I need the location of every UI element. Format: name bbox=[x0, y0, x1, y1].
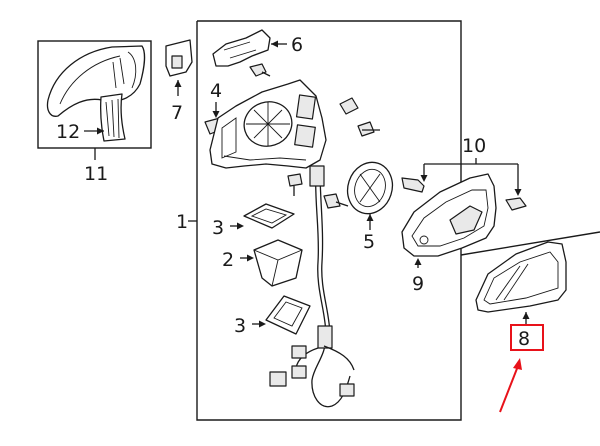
part-8-group: 8 bbox=[460, 231, 600, 413]
callout-11: 11 bbox=[84, 163, 108, 185]
screw-d[interactable] bbox=[323, 193, 341, 209]
callout-8: 8 bbox=[518, 328, 530, 350]
plug-b[interactable] bbox=[269, 371, 287, 387]
seal-gasket-lower[interactable] bbox=[265, 295, 311, 335]
wiring-harness bbox=[269, 165, 355, 408]
mirror-cap-cover[interactable] bbox=[46, 45, 146, 117]
screw-b[interactable] bbox=[357, 121, 375, 137]
connector-mid[interactable] bbox=[317, 325, 333, 349]
mirror-housing-base bbox=[209, 79, 327, 169]
mirror-backing-plate[interactable] bbox=[401, 173, 497, 257]
callout-5: 5 bbox=[363, 231, 375, 253]
part-5-group: 5 bbox=[346, 161, 394, 253]
screw-6[interactable] bbox=[249, 63, 267, 77]
inset-cover-group: 12 11 bbox=[37, 40, 152, 185]
part-3-lower: 3 bbox=[234, 295, 311, 337]
callout-1: 1 bbox=[176, 211, 188, 233]
seal-gasket-upper[interactable] bbox=[243, 203, 295, 229]
highlight-arrow-head bbox=[513, 358, 522, 370]
callout-6: 6 bbox=[291, 34, 303, 56]
plug-c[interactable] bbox=[291, 365, 307, 379]
part-6-group: 6 bbox=[212, 29, 303, 77]
mirror-glass[interactable] bbox=[475, 241, 567, 313]
screw-a[interactable] bbox=[339, 97, 359, 115]
callout-12: 12 bbox=[56, 121, 80, 143]
highlight-box-8 bbox=[510, 324, 544, 351]
part-9-group: 9 bbox=[401, 173, 497, 295]
screw-10b[interactable] bbox=[505, 197, 527, 211]
part-7-group: 7 bbox=[165, 39, 193, 124]
plug-d[interactable] bbox=[339, 383, 355, 397]
housing-cup[interactable] bbox=[253, 239, 303, 287]
part-2-group: 2 bbox=[222, 239, 303, 287]
callout-3-lower: 3 bbox=[234, 315, 246, 337]
screws-upper bbox=[287, 97, 380, 209]
connector-top[interactable] bbox=[309, 165, 325, 187]
callout-2: 2 bbox=[222, 249, 234, 271]
callout-10: 10 bbox=[462, 135, 486, 157]
callout-4: 4 bbox=[210, 80, 222, 102]
callout-3-upper: 3 bbox=[212, 217, 224, 239]
callout-9: 9 bbox=[412, 273, 424, 295]
highlight-arrow bbox=[499, 365, 519, 413]
plug-a[interactable] bbox=[291, 345, 307, 359]
inset-frame-8-edge bbox=[460, 231, 600, 256]
callout-7: 7 bbox=[171, 102, 183, 124]
part-10-group: 10 bbox=[401, 135, 527, 211]
part-3-upper: 3 bbox=[212, 203, 295, 239]
upper-bracket[interactable] bbox=[212, 29, 271, 67]
screw-c[interactable] bbox=[287, 173, 303, 187]
screw-10a[interactable] bbox=[401, 177, 425, 193]
